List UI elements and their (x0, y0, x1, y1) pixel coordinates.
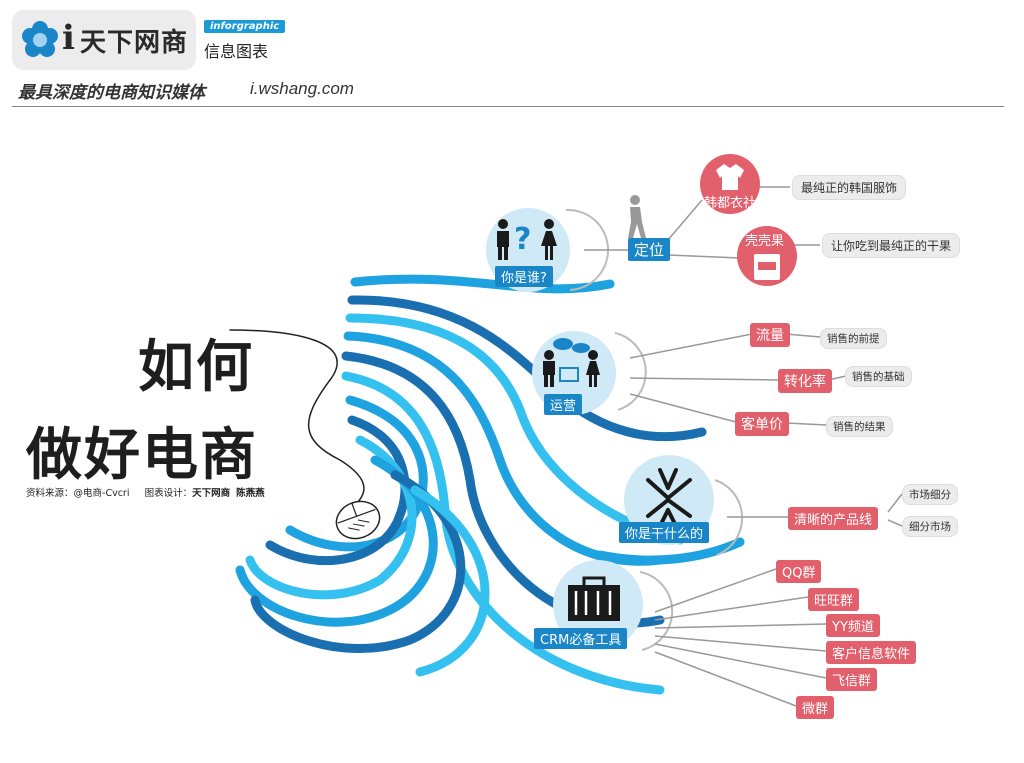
product-line-tag: 清晰的产品线 (788, 507, 879, 530)
ops-traffic-desc: 销售的前提 (820, 328, 887, 349)
hub-crm-label: CRM必备工具 (534, 628, 628, 649)
source-label: 资料来源： (26, 488, 74, 499)
crm-wangwang-group: 旺旺群 (808, 588, 860, 611)
crm-qq-group: QQ群 (776, 560, 822, 583)
header-divider (12, 106, 1004, 107)
ops-aov-tag: 客单价 (735, 412, 789, 436)
logo-text: 天下网商 (80, 28, 189, 58)
walking-person-icon (628, 195, 646, 238)
designer-name: 陈燕燕 (236, 488, 265, 499)
keke-desc: 让你吃到最纯正的干果 (822, 233, 961, 258)
brand-keke-label: 壳壳果 (745, 234, 785, 249)
crm-yy-channel: YY频道 (826, 614, 880, 637)
ops-aov-desc: 销售的结果 (826, 416, 893, 437)
ops-conversion-tag: 转化率 (778, 369, 832, 393)
people-question-icon (497, 219, 557, 260)
ops-conversion-desc: 销售的基础 (845, 366, 912, 387)
handshake-icon (646, 468, 692, 528)
toolbox-icon (568, 576, 620, 621)
market-seg-2: 细分市场 (902, 516, 958, 537)
shirt-icon (716, 164, 744, 190)
infographic-tag: inforgraphic (204, 20, 286, 33)
credits: 资料来源：@电商-Cvcri 图表设计：天下网商 陈燕燕 (26, 485, 265, 499)
site-url: i.wshang.com (250, 79, 354, 98)
crm-weibo-group: 微群 (796, 696, 835, 719)
positioning-label: 定位 (628, 238, 671, 261)
slogan: 最具深度的电商知识媒体 (18, 83, 205, 103)
logo-i: i (62, 18, 75, 58)
ops-traffic-tag: 流量 (750, 323, 790, 347)
crm-customer-software: 客户信息软件 (826, 641, 917, 664)
crm-fetion-group: 飞信群 (826, 668, 878, 691)
design-label: 图表设计： (144, 488, 193, 499)
mouse-icon (335, 500, 381, 540)
main-title-line2: 做好电商 (26, 423, 258, 488)
hub-who-label: 你是谁? (495, 266, 553, 287)
brand-handu-label: 韩都衣社 (704, 196, 757, 211)
infographic-subtitle: 信息图表 (204, 42, 269, 61)
market-seg-1: 市场细分 (902, 484, 958, 505)
hub-ops-label: 运营 (544, 394, 583, 415)
main-title-line1: 如何 (138, 335, 254, 400)
nut-bag-icon (754, 254, 780, 280)
handu-desc: 最纯正的韩国服饰 (792, 175, 907, 200)
source-value: @电商-Cvcri (73, 488, 130, 499)
design-org: 天下网商 (192, 488, 231, 499)
people-chat-icon (543, 338, 600, 387)
svg-text:?: ? (514, 222, 531, 257)
hub-what-label: 你是干什么的 (619, 522, 710, 543)
